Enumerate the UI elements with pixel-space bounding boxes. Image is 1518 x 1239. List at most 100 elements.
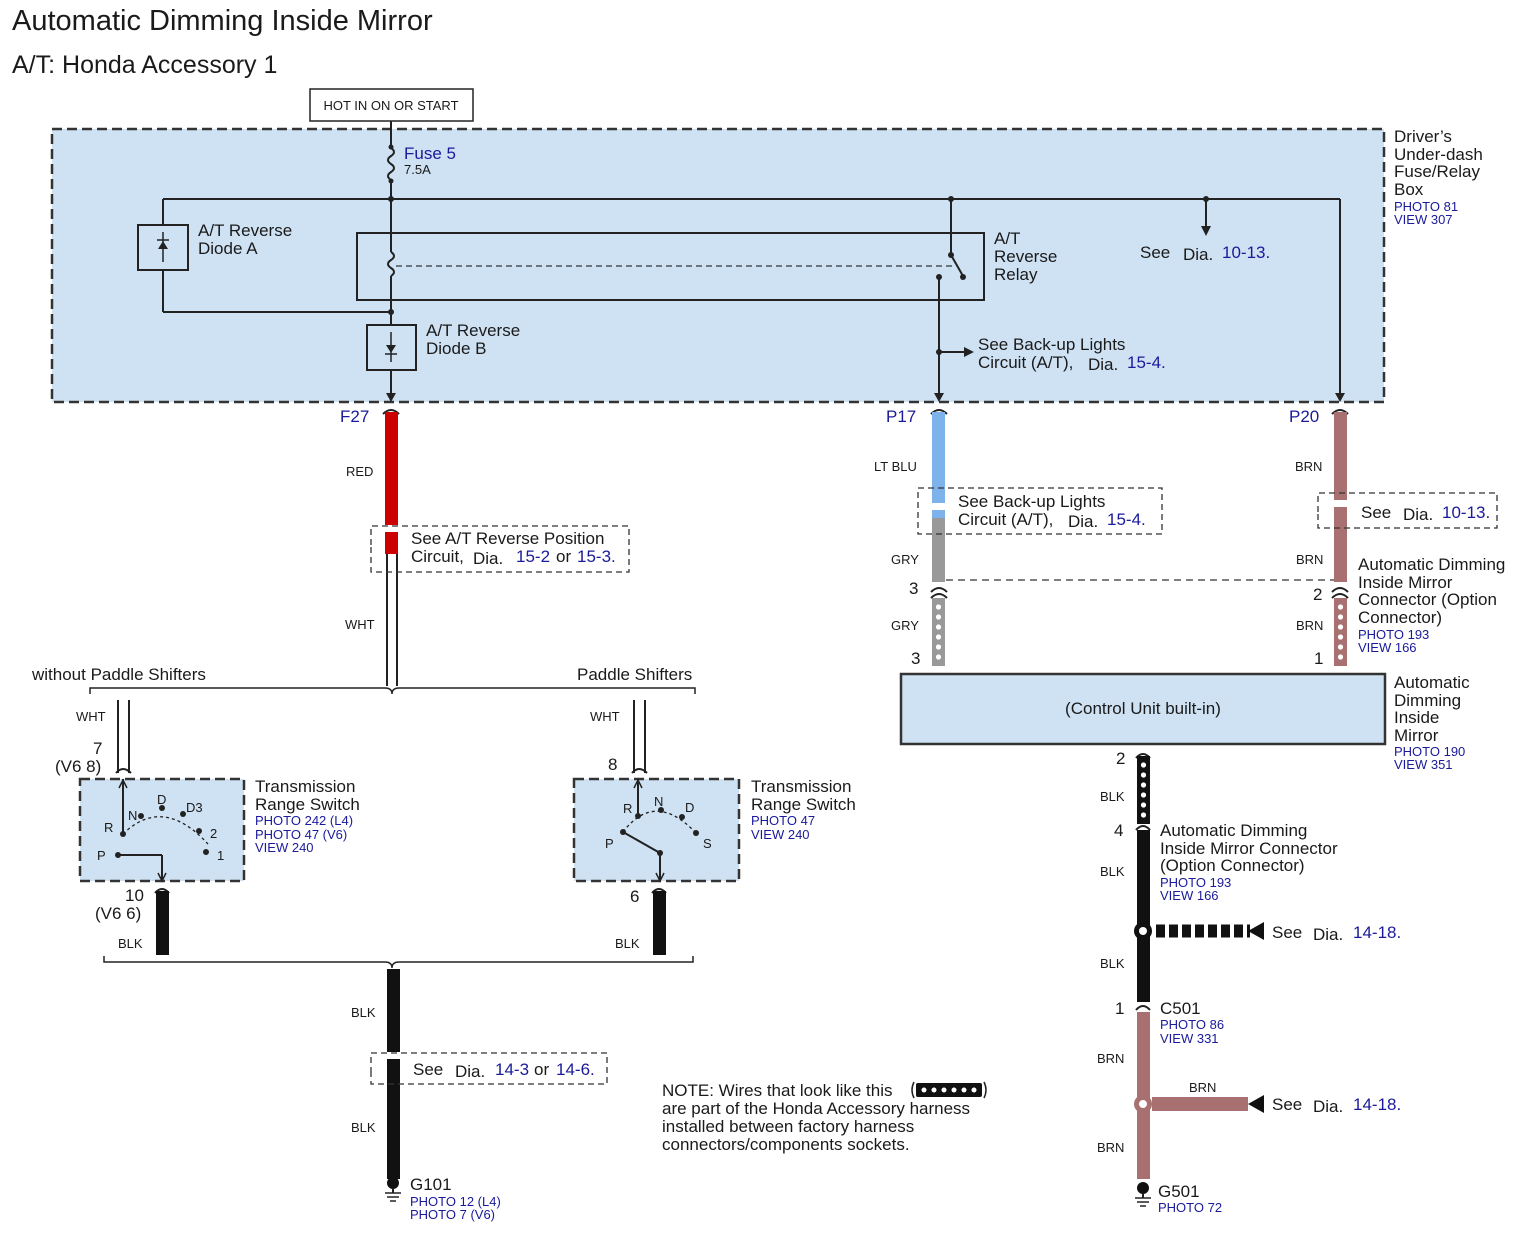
fuse-symbol xyxy=(387,147,395,181)
svg-text:Mirror: Mirror xyxy=(1394,726,1439,745)
svg-text:D: D xyxy=(157,792,166,807)
g101-name: G101 xyxy=(410,1175,452,1194)
reverse-pos-line1: See A/T Reverse Position xyxy=(411,529,604,548)
variant-without-paddle: without Paddle Shifters xyxy=(31,665,206,684)
svg-text:Transmission: Transmission xyxy=(751,777,851,796)
svg-text:Relay: Relay xyxy=(994,265,1038,284)
svg-text:PHOTO 47 (V6): PHOTO 47 (V6) xyxy=(255,827,347,842)
mirror-connector-label: Automatic Dimming Inside Mirror Connecto… xyxy=(1358,555,1505,655)
svg-text:D: D xyxy=(685,800,694,815)
wire-label-brn-g2: BRN xyxy=(1097,1140,1124,1155)
svg-text:Diode A: Diode A xyxy=(198,239,258,258)
reverse-pos-line2: Circuit, xyxy=(411,547,464,566)
power-label: HOT IN ON OR START xyxy=(323,98,458,113)
svg-text:Dimming: Dimming xyxy=(1394,691,1461,710)
svg-text:VIEW 166: VIEW 166 xyxy=(1160,888,1219,903)
backup-top-line2: Circuit (A/T), xyxy=(978,353,1073,372)
page-subtitle: A/T: Honda Accessory 1 xyxy=(12,51,277,79)
backup-top-line1: See Back-up Lights xyxy=(978,335,1125,354)
see-1418a-see: See xyxy=(1272,923,1302,942)
wire-label-ltblu: LT BLU xyxy=(874,459,917,474)
variant-bracket xyxy=(89,687,696,695)
see-brn-box xyxy=(1317,492,1498,529)
wire-label-blk-g101a: BLK xyxy=(351,1005,376,1020)
pin-3b: 3 xyxy=(911,649,920,668)
reverse-position-box xyxy=(370,525,630,573)
see-ground-box xyxy=(370,1052,608,1085)
reverse-pos-ref1: 15-2 xyxy=(516,547,550,566)
fuse-name: Fuse 5 xyxy=(404,144,456,163)
see-1418b-see: See xyxy=(1272,1095,1302,1114)
power-label-box xyxy=(309,88,474,122)
fuse-rating: 7.5A xyxy=(404,162,431,177)
wire-red xyxy=(385,412,398,525)
backup-top-dia: Dia. xyxy=(1088,355,1118,374)
c501-name: C501 xyxy=(1160,999,1201,1018)
wire-label-wht-right: WHT xyxy=(590,709,620,724)
pin-7-v6: (V6 8) xyxy=(55,757,101,776)
svg-text:PHOTO 242 (L4): PHOTO 242 (L4) xyxy=(255,813,353,828)
backup-mid-box xyxy=(917,487,1163,535)
svg-text:Connector): Connector) xyxy=(1358,608,1442,627)
wire-label-gry-a: GRY xyxy=(891,552,919,567)
see-ground-or: or xyxy=(534,1060,549,1079)
pin-10-v6: (V6 6) xyxy=(95,904,141,923)
svg-text:PHOTO 81: PHOTO 81 xyxy=(1394,199,1458,214)
see-ground-ref2: 14-6. xyxy=(556,1060,595,1079)
see-1418b-ref: 14-18. xyxy=(1353,1095,1401,1114)
trs-right-label: Transmission Range Switch PHOTO 47 VIEW … xyxy=(751,777,856,842)
relay-switch xyxy=(950,254,964,277)
terminal-p17: P17 xyxy=(886,407,916,426)
see-top-ref: 10-13. xyxy=(1222,243,1270,262)
see-1418b-dia: Dia. xyxy=(1313,1097,1343,1116)
svg-text:VIEW 240: VIEW 240 xyxy=(255,840,314,855)
svg-text:S: S xyxy=(703,836,712,851)
svg-text:Range Switch: Range Switch xyxy=(255,795,360,814)
svg-text:PHOTO 47: PHOTO 47 xyxy=(751,813,815,828)
backup-mid-line2: Circuit (A/T), xyxy=(958,510,1053,529)
backup-mid-dia: Dia. xyxy=(1068,512,1098,531)
svg-text:A/T Reverse: A/T Reverse xyxy=(198,221,292,240)
c501-photo: PHOTO 86 xyxy=(1160,1017,1224,1032)
mirror-label: Automatic Dimming Inside Mirror PHOTO 19… xyxy=(1394,673,1470,772)
svg-text:Diode B: Diode B xyxy=(426,339,486,358)
svg-text:VIEW 166: VIEW 166 xyxy=(1358,640,1417,655)
see-ground-dia: Dia. xyxy=(455,1062,485,1081)
ground-g101-icon xyxy=(385,1177,401,1202)
variant-paddle: Paddle Shifters xyxy=(577,665,692,684)
pin-1: 1 xyxy=(1314,649,1323,668)
mirror-box-label: (Control Unit built-in) xyxy=(1065,699,1221,718)
svg-text:are part of the Honda Accessor: are part of the Honda Accessory harness xyxy=(662,1099,970,1118)
svg-text:R: R xyxy=(104,820,113,835)
svg-text:NOTE: Wires that look like thi: NOTE: Wires that look like this xyxy=(662,1081,893,1100)
wire-label-brn-branch: BRN xyxy=(1189,1080,1216,1095)
reverse-relay xyxy=(356,232,985,301)
see-top-dia: Dia. xyxy=(1183,245,1213,264)
pin-8: 8 xyxy=(608,755,617,774)
g101-photo2: PHOTO 7 (V6) xyxy=(410,1207,495,1222)
wire-label-red: RED xyxy=(346,464,373,479)
svg-text:Automatic: Automatic xyxy=(1394,673,1470,692)
wire-gry xyxy=(932,518,945,582)
wire-gry-accessory xyxy=(932,598,945,666)
wire-label-wht: WHT xyxy=(345,617,375,632)
svg-text:PHOTO 193: PHOTO 193 xyxy=(1358,627,1429,642)
ground-g501-icon xyxy=(1135,1182,1151,1207)
relay-coil xyxy=(387,251,395,277)
svg-text:Inside Mirror: Inside Mirror xyxy=(1358,573,1453,592)
svg-text:Under-dash: Under-dash xyxy=(1394,145,1483,164)
trs-left-positions: N D D3 R 2 P 1 xyxy=(97,792,224,863)
wire-blk-trs-left xyxy=(156,891,169,955)
reverse-pos-dia: Dia. xyxy=(473,549,503,568)
reverse-pos-ref2: 15-3. xyxy=(577,547,616,566)
wire-blk-mirror xyxy=(1137,830,1150,1002)
trs-right xyxy=(572,777,741,883)
g101-photo1: PHOTO 12 (L4) xyxy=(410,1194,501,1209)
backup-mid-ref: 15-4. xyxy=(1107,510,1146,529)
opt-connector2-label: Automatic Dimming Inside Mirror Connecto… xyxy=(1160,821,1338,903)
wire-label-brn-a: BRN xyxy=(1295,459,1322,474)
g501-name: G501 xyxy=(1158,1182,1200,1201)
relay-label: A/T Reverse Relay xyxy=(994,229,1057,284)
wire-label-wht-left: WHT xyxy=(76,709,106,724)
